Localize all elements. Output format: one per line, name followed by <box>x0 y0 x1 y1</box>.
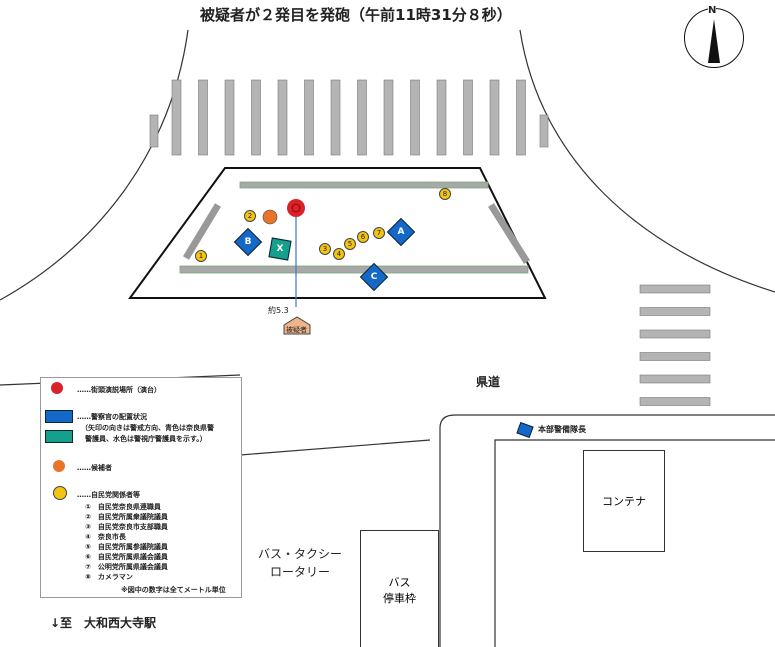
legend-police-note-2: 警護員、水色は警視庁警護員を示す。） <box>85 435 207 443</box>
road-edges <box>0 29 775 647</box>
party-member-marker: 2 <box>244 210 256 222</box>
crosswalk-stripe <box>224 79 235 156</box>
crosswalk-stripe <box>251 79 261 156</box>
guardrails <box>179 181 530 274</box>
crosswalk-stripe <box>383 79 394 156</box>
legend-police: ……警察官の配置状況 <box>77 413 147 421</box>
crosswalk-stripe <box>330 79 341 156</box>
party-member-marker: 7 <box>373 227 385 239</box>
crosswalk-stripe <box>436 79 447 156</box>
crosswalk-stripe <box>639 397 711 406</box>
legend-podium: ……街頭演説場所（演台） <box>77 386 161 394</box>
legend-item: ⑤ 自民党所属参議院議員 <box>85 543 168 551</box>
north-label: N <box>708 5 717 16</box>
legend-item: ⑧ カメラマン <box>85 573 133 581</box>
legend-note: ※図中の数字は全てメートル単位 <box>121 586 226 594</box>
podium-marker <box>287 199 305 217</box>
commander-label: 本部警備隊長 <box>538 425 586 434</box>
rotary-label: バス・タクシー <box>258 547 343 561</box>
legend-item: ⑥ 自民党所属県議会議員 <box>85 553 168 561</box>
police-tokyo-legend-icon <box>45 430 73 443</box>
suspect-label: 被疑者 <box>286 326 307 334</box>
crosswalk-stripe <box>198 79 208 156</box>
podium-legend-icon <box>51 382 63 394</box>
crosswalk-stripe <box>171 79 182 156</box>
crosswalk-stripe <box>357 79 367 156</box>
legend: ……街頭演説場所（演台） ……警察官の配置状況 （矢印の向きは警戒方向、青色は奈… <box>40 377 242 598</box>
legend-item: ⑦ 公明党所属県議会議員 <box>85 563 168 571</box>
north-arrow-icon <box>708 19 720 63</box>
legend-item: ④ 奈良市長 <box>85 533 126 541</box>
road-label: 県道 <box>476 375 501 389</box>
officer-label: B <box>244 237 252 247</box>
crosswalk-stripe <box>639 329 711 339</box>
compass: N <box>684 5 744 68</box>
crosswalk-stripe <box>639 374 711 384</box>
crosswalk-stripe <box>489 79 500 156</box>
legend-item: ② 自民党所属衆議院議員 <box>85 513 168 521</box>
container-box: コンテナ <box>583 450 665 552</box>
direction-label: ↓至 大和西大寺駅 <box>50 616 157 630</box>
bus-stop-label-2: 停車枠 <box>383 591 416 605</box>
crosswalk-stripe <box>463 79 473 156</box>
suspect-marker <box>283 316 311 335</box>
legend-party: ……自民党関係者等 <box>77 491 140 499</box>
legend-candidate: ……候補者 <box>77 464 112 472</box>
party-legend-icon <box>53 486 67 500</box>
legend-item: ① 自民党奈良県連職員 <box>85 503 161 511</box>
crosswalk-stripe <box>639 352 711 361</box>
speech-area <box>128 167 547 299</box>
crosswalk-stripe <box>277 79 288 156</box>
crosswalk-stripe <box>516 79 526 156</box>
candidate-marker <box>262 209 278 225</box>
bus-stop-label: バス <box>388 575 411 589</box>
party-member-marker: 1 <box>195 250 207 262</box>
crosswalk-stripe <box>639 284 711 294</box>
party-member-marker: 5 <box>344 238 356 250</box>
diagram-title: 被疑者が２発目を発砲（午前11時31分８秒） <box>200 6 512 24</box>
rotary-label-2: ロータリー <box>270 565 331 579</box>
police-officer-marker: X <box>268 237 292 261</box>
party-member-marker: 4 <box>333 248 345 260</box>
top-crosswalk <box>149 114 549 148</box>
legend-police-note: （矢印の向きは警戒方向、青色は奈良県警 <box>81 424 214 432</box>
officer-label: A <box>397 227 405 237</box>
party-member-marker: 8 <box>439 188 451 200</box>
legend-item: ③ 自民党奈良市支部職員 <box>85 523 168 531</box>
crosswalk-stripe <box>639 307 711 316</box>
candidate-legend-icon <box>53 460 65 472</box>
officer-label: C <box>370 272 378 282</box>
bus-stop-box: バス 停車枠 <box>360 530 439 647</box>
party-member-marker: 3 <box>319 243 331 255</box>
crosswalk-stripe <box>410 79 420 156</box>
container-label: コンテナ <box>602 495 646 508</box>
podium-inner <box>291 203 301 213</box>
officer-label: X <box>276 244 284 254</box>
police-nara-legend-icon <box>45 410 73 423</box>
crosswalk-stripe <box>304 79 314 156</box>
distance-label: 約5.3 <box>268 306 289 315</box>
party-member-marker: 6 <box>357 231 369 243</box>
